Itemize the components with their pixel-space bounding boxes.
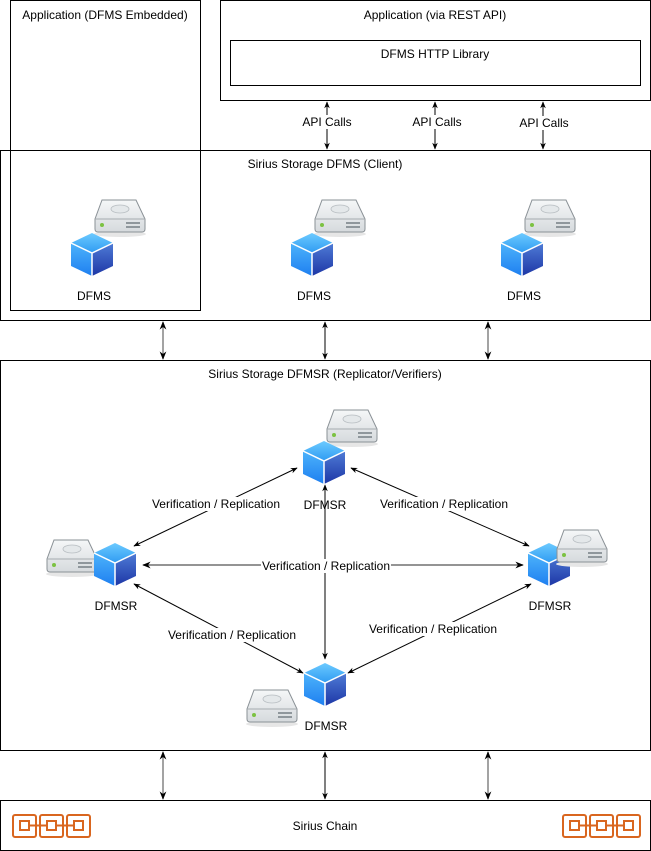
blue-cube-icon (302, 440, 346, 485)
replication-label-top-right: Verification / Replication (378, 497, 510, 511)
blue-cube-icon (303, 662, 347, 707)
blue-cube-icon (70, 232, 114, 277)
replication-label-bottom-right: Verification / Replication (367, 622, 499, 636)
replicator-node-label-bottom: DFMSR (304, 719, 348, 733)
client-node-label-2: DFMS (297, 289, 331, 303)
api-calls-label-3: API Calls (518, 116, 570, 130)
app-embedded-title: Application (DFMS Embedded) (22, 8, 188, 22)
blue-cube-icon (290, 232, 334, 277)
client-title: Sirius Storage DFMS (Client) (247, 157, 403, 171)
replication-label-bottom-left: Verification / Replication (166, 628, 298, 642)
client-node-label-3: DFMS (507, 289, 541, 303)
http-library-box (230, 40, 641, 86)
api-calls-label-1: API Calls (301, 115, 353, 129)
blockchain-links-icon (12, 814, 91, 838)
api-calls-label-2: API Calls (411, 115, 463, 129)
app-embedded-box (10, 0, 201, 311)
storage-drive-icon (245, 689, 299, 728)
blue-cube-icon (500, 232, 544, 277)
replication-label-top-left: Verification / Replication (150, 497, 282, 511)
replication-label-middle: Verification / Replication (260, 559, 392, 573)
replicator-node-label-right: DFMSR (528, 599, 572, 613)
client-node-label-1: DFMS (77, 289, 111, 303)
app-rest-title: Application (via REST API) (363, 8, 507, 22)
blue-cube-icon (93, 542, 137, 587)
replicator-node-label-left: DFMSR (94, 599, 138, 613)
blockchain-links-icon (562, 814, 641, 838)
replicator-node-label-top: DFMSR (303, 498, 347, 512)
http-library-label: DFMS HTTP Library (380, 47, 490, 61)
chain-title: Sirius Chain (292, 819, 358, 833)
storage-drive-icon (555, 529, 609, 568)
replicator-title: Sirius Storage DFMSR (Replicator/Verifie… (208, 367, 442, 381)
